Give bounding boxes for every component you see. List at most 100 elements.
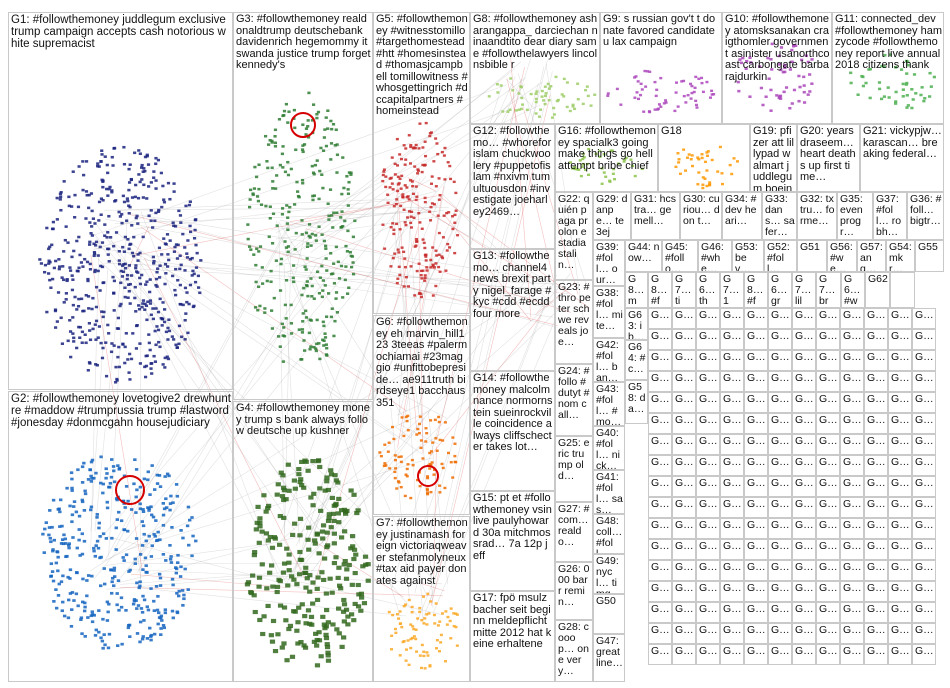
group-box-g64[interactable]: G6… #we… (841, 272, 865, 308)
group-box-g57[interactable]: G57: ang… (857, 240, 886, 272)
small-group-box[interactable]: G… (888, 644, 912, 665)
group-box-g48[interactable]: G48: coll… #foll… (593, 514, 625, 554)
small-group-box[interactable]: G… (816, 539, 840, 560)
small-group-box[interactable]: G… (816, 329, 840, 350)
small-group-box[interactable]: G… (744, 350, 768, 371)
small-group-box[interactable]: G… (696, 413, 720, 434)
small-group-box[interactable]: G… (912, 434, 936, 455)
group-box-g2[interactable]: G2: #followthemoney lovetogive2 drewhunt… (8, 391, 233, 682)
small-group-box[interactable]: G… (912, 560, 936, 581)
small-group-box[interactable]: G… (912, 497, 936, 518)
small-group-box[interactable]: G… (816, 434, 840, 455)
group-box-g54[interactable]: G54: mkr… (886, 240, 915, 272)
small-group-box[interactable]: G… (912, 581, 936, 602)
small-group-box[interactable]: G… (816, 644, 840, 665)
small-group-box[interactable]: G… (672, 392, 696, 413)
group-box-g34[interactable]: G34: #dev heari… (722, 192, 762, 240)
group-box-g13[interactable]: G13: #followthemo… channel4news brexit p… (470, 249, 555, 371)
group-box-g47[interactable]: G47: great line… (593, 634, 625, 682)
small-group-box[interactable]: G… (696, 308, 720, 329)
small-group-box[interactable]: G… (648, 623, 672, 644)
small-group-box[interactable]: G… (744, 539, 768, 560)
small-group-box[interactable]: G… (792, 392, 816, 413)
small-group-box[interactable]: G… (912, 455, 936, 476)
small-group-box[interactable]: G… (648, 602, 672, 623)
group-box-g18[interactable]: G18 (658, 124, 750, 192)
group-box-g55[interactable]: G55 (915, 240, 944, 272)
group-box-g8b[interactable]: G7… tim… (672, 272, 696, 308)
small-group-box[interactable]: G… (672, 371, 696, 392)
small-group-box[interactable]: G… (768, 329, 792, 350)
small-group-box[interactable]: G… (672, 434, 696, 455)
small-group-box[interactable]: G… (768, 392, 792, 413)
small-group-box[interactable]: G… (912, 623, 936, 644)
group-box-g6c[interactable]: G7… lila… (792, 272, 816, 308)
small-group-box[interactable]: G… (696, 623, 720, 644)
group-box-g21[interactable]: G21: vickypjw… karascan… breaking federa… (860, 124, 944, 192)
small-group-box[interactable]: G… (816, 392, 840, 413)
small-group-box[interactable]: G… (768, 560, 792, 581)
group-box-g20[interactable]: G20: years draseem… heart deaths up firs… (797, 124, 860, 192)
small-group-box[interactable]: G… (768, 413, 792, 434)
small-group-box[interactable]: G… (792, 308, 816, 329)
small-group-box[interactable]: G… (744, 560, 768, 581)
small-group-box[interactable]: G… (720, 560, 744, 581)
small-group-box[interactable]: G… (744, 518, 768, 539)
small-group-box[interactable]: G… (816, 518, 840, 539)
small-group-box[interactable]: G… (720, 497, 744, 518)
small-group-box[interactable]: G… (888, 476, 912, 497)
group-box-g39[interactable]: G39: #foll… our… (593, 240, 625, 286)
group-box-g36[interactable]: G36: #foll… bigtr… (907, 192, 944, 240)
small-group-box[interactable]: G… (864, 644, 888, 665)
small-group-box[interactable]: G… (792, 518, 816, 539)
small-group-box[interactable]: G… (696, 560, 720, 581)
small-group-box[interactable]: G… (696, 350, 720, 371)
small-group-box[interactable]: G… (768, 497, 792, 518)
group-box-g56[interactable]: G56: #we… (827, 240, 857, 272)
small-group-box[interactable]: G… (744, 308, 768, 329)
group-box-g24[interactable]: G24: #follo #dutyt #nom call… (555, 364, 593, 436)
small-group-box[interactable]: G… (696, 392, 720, 413)
small-group-box[interactable]: G… (912, 602, 936, 623)
group-box-g37[interactable]: G37: #foll… robh… (873, 192, 907, 240)
small-group-box[interactable]: G… (744, 497, 768, 518)
group-box-g62[interactable]: G63: ib… (625, 308, 648, 340)
group-box-g33[interactable]: G33: dans… safer… (762, 192, 797, 240)
group-box-g35[interactable]: G35: even progr… (837, 192, 873, 240)
group-box-g11[interactable]: G11: connected_dev #followthemoney hamzy… (832, 12, 944, 124)
small-group-box[interactable]: G… (672, 476, 696, 497)
small-group-box[interactable]: G… (888, 497, 912, 518)
small-group-box[interactable]: G… (672, 308, 696, 329)
group-box-g40[interactable]: G40: #foll… nick… (593, 426, 625, 470)
group-box-g6a[interactable]: G8… mo… (625, 272, 648, 308)
small-group-box[interactable]: G… (864, 371, 888, 392)
small-group-box[interactable]: G… (840, 497, 864, 518)
small-group-box[interactable]: G… (888, 329, 912, 350)
small-group-box[interactable]: G… (840, 413, 864, 434)
group-box-g7a[interactable]: G7… 18… (720, 272, 744, 308)
small-group-box[interactable]: G… (816, 476, 840, 497)
small-group-box[interactable]: G… (816, 413, 840, 434)
group-box-g17[interactable]: G17: fpö msulzbacher seit beginn meldepf… (470, 591, 555, 682)
small-group-box[interactable]: G… (768, 644, 792, 665)
small-group-box[interactable]: G… (864, 350, 888, 371)
small-group-box[interactable]: G… (864, 581, 888, 602)
small-group-box[interactable]: G… (696, 602, 720, 623)
small-group-box[interactable]: G… (648, 392, 672, 413)
small-group-box[interactable]: G… (648, 350, 672, 371)
small-group-box[interactable]: G… (696, 539, 720, 560)
group-box-g7b[interactable]: G8… #fo… (744, 272, 768, 308)
small-group-box[interactable]: G… (768, 623, 792, 644)
small-group-box[interactable]: G… (648, 539, 672, 560)
small-group-box[interactable]: G… (840, 455, 864, 476)
small-group-box[interactable]: G… (696, 581, 720, 602)
group-box-g44[interactable]: G44: now… (625, 240, 662, 272)
small-group-box[interactable]: G… (648, 560, 672, 581)
small-group-box[interactable]: G… (648, 329, 672, 350)
small-group-box[interactable]: G… (864, 434, 888, 455)
small-group-box[interactable]: G… (792, 581, 816, 602)
group-box-g14[interactable]: G14: #followthemoney malcolmnance normor… (470, 371, 555, 491)
small-group-box[interactable]: G… (792, 434, 816, 455)
small-group-box[interactable]: G… (840, 308, 864, 329)
small-group-box[interactable]: G… (720, 581, 744, 602)
